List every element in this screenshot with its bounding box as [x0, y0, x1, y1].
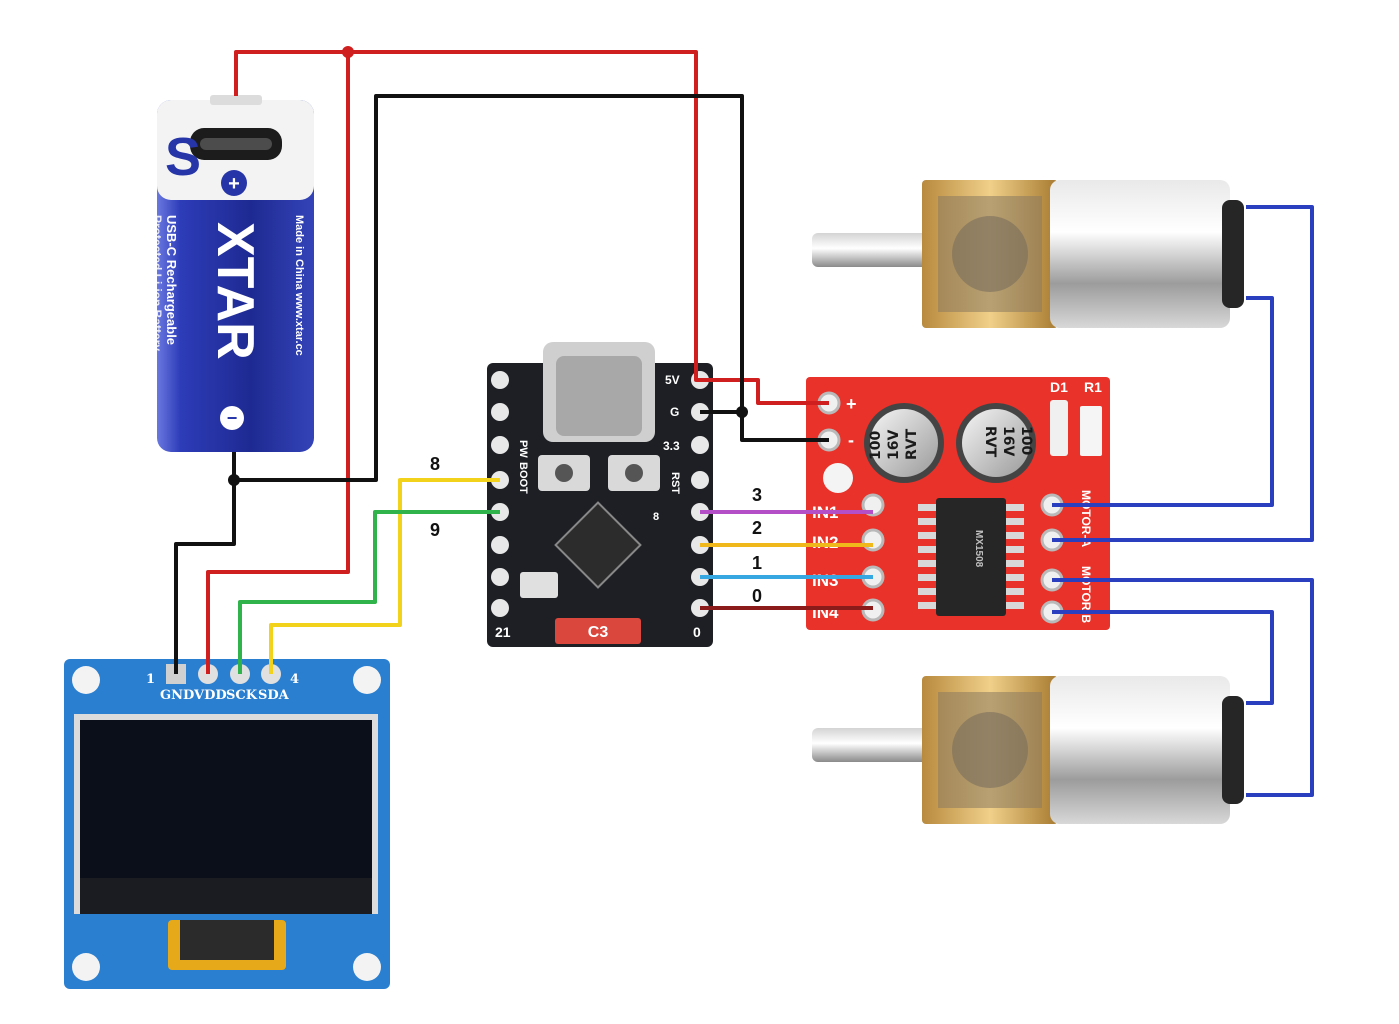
oled-mount-hole — [72, 666, 100, 694]
oled-label-sck: SCK — [226, 688, 258, 703]
esp-pin-8: 8 — [653, 511, 659, 523]
capacitor-1: 100 16V RVT — [864, 403, 944, 483]
driver-d1-label: D1 — [1050, 379, 1068, 395]
battery: + S XTAR USB-C Rechargeable Protected Li… — [150, 95, 314, 452]
driver-in4-label: IN4 — [812, 603, 839, 622]
driver-ic-label: MX1508 — [973, 530, 984, 568]
battery-text-line2: Protected Li-ion Battery — [150, 215, 164, 351]
driver-mount-hole — [823, 463, 853, 493]
resistor-r1 — [1080, 406, 1102, 456]
driver-in3-label: IN3 — [812, 571, 838, 590]
wire-motor-b — [1052, 578, 1314, 797]
motor-end-cap — [1222, 696, 1244, 804]
wire-label-3: 3 — [752, 485, 762, 505]
wire-label-8: 8 — [430, 454, 440, 474]
esp-pin-0: 0 — [693, 624, 701, 640]
motor-can — [1050, 676, 1230, 824]
driver-in2-label: IN2 — [812, 533, 838, 552]
wire-sda — [269, 478, 500, 674]
battery-terminal — [210, 95, 262, 105]
esp32-c3-board: C3 5V G 3.3 RST PW BOOT 21 0 8 — [487, 342, 713, 647]
driver-motor-b-label: MOTOR-B — [1079, 566, 1093, 623]
wire-ground-oled — [174, 480, 236, 674]
svg-text:100: 100 — [1018, 426, 1034, 455]
esp-pin-pw: PW — [517, 440, 529, 458]
battery-minus-icon — [220, 406, 244, 430]
wire-label-9: 9 — [430, 520, 440, 540]
wire-label-2: 2 — [752, 518, 762, 538]
motor-shaft — [812, 233, 932, 267]
svg-text:16V: 16V — [1000, 426, 1016, 456]
wire-power-oled — [206, 52, 350, 674]
oled-label-gnd: GND — [160, 688, 194, 703]
motor-can — [1050, 180, 1230, 328]
oled-mount-hole — [353, 953, 381, 981]
battery-brand: XTAR — [206, 222, 264, 360]
oled-label-vdd: VDD — [193, 688, 227, 703]
oled-screen — [80, 720, 372, 878]
esp-pin-5v: 5V — [665, 373, 680, 387]
battery-text-line3: Made in China www.xtar.cc — [293, 215, 305, 356]
svg-text:RVT: RVT — [904, 428, 920, 460]
esp-pin-21: 21 — [495, 624, 511, 640]
battery-plus-label: + — [228, 173, 240, 195]
motor-top — [812, 180, 1244, 328]
wire-power — [234, 50, 829, 405]
wire-motor-a — [1052, 205, 1314, 542]
motor-shaft — [812, 728, 932, 762]
motor-end-cap — [1222, 200, 1244, 308]
esp-c3-sticker — [555, 618, 641, 644]
battery-plus-icon — [221, 170, 247, 196]
esp-chip — [554, 501, 642, 589]
svg-text:S: S — [165, 127, 201, 187]
svg-text:RVT: RVT — [982, 426, 998, 458]
oled-mount-hole — [72, 953, 100, 981]
oled-mount-hole — [353, 666, 381, 694]
oled-pin-num-4: 4 — [290, 672, 299, 687]
oled-label-sda: SDA — [258, 688, 290, 703]
driver-ic-pins — [918, 504, 1024, 609]
junction-ground — [228, 474, 240, 486]
wire-label-0: 0 — [752, 586, 762, 606]
oled-display: 1 4 GND VDD SCK SDA — [64, 659, 390, 989]
wire-label-1: 1 — [752, 553, 762, 573]
svg-text:16V: 16V — [886, 430, 902, 460]
esp-pin-33: 3.3 — [663, 439, 680, 453]
driver-r1-label: R1 — [1084, 379, 1102, 395]
junction-power — [342, 46, 354, 58]
diode-d1 — [1050, 400, 1068, 456]
wire-motor-b — [1052, 610, 1274, 705]
battery-minus-label: − — [227, 408, 238, 428]
driver-ic — [936, 498, 1006, 616]
battery-text-line1: USB-C Rechargeable — [164, 215, 179, 345]
esp-chip-label: C3 — [588, 624, 609, 641]
esp-pin-g: G — [670, 405, 679, 419]
driver-minus-label: - — [848, 430, 854, 450]
esp-pin-rst: RST — [669, 472, 681, 494]
svg-text:100: 100 — [868, 431, 884, 460]
wire-motor-a — [1052, 296, 1274, 507]
wire-sck — [238, 510, 500, 674]
driver-plus-label: + — [846, 394, 857, 414]
motor-bottom — [812, 676, 1244, 824]
junction-ground — [736, 406, 748, 418]
oled-pin-num-1: 1 — [146, 672, 155, 687]
wires — [174, 46, 1314, 797]
esp-crystal — [520, 572, 558, 598]
capacitor-2: 100 16V RVT — [956, 403, 1036, 483]
esp-pin-boot: BOOT — [517, 462, 529, 494]
